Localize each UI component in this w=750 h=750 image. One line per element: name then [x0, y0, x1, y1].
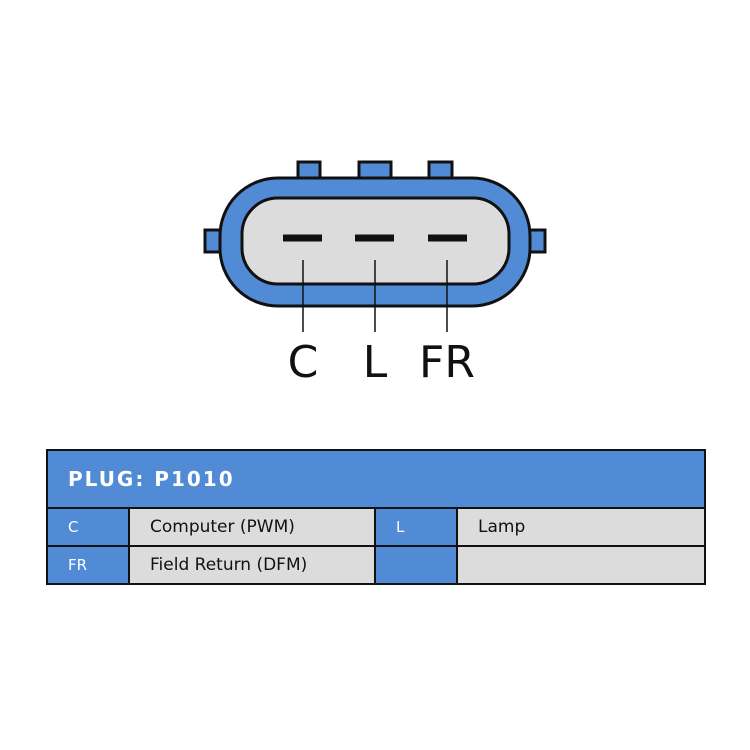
table-row: FR Field Return (DFM) [46, 545, 707, 585]
pin-description: Field Return (DFM) [128, 545, 376, 585]
pin-code: L [374, 507, 458, 547]
pin-description: Computer (PWM) [128, 507, 376, 547]
pin-code-empty [374, 545, 458, 585]
pin-description: Lamp [455, 507, 707, 547]
pin-description-empty [455, 545, 707, 585]
table-row: C Computer (PWM) L Lamp [46, 507, 707, 547]
pin-code: FR [46, 545, 130, 585]
pin-label-fr: FR [419, 337, 475, 388]
plug-title: PLUG: P1010 [45, 449, 707, 509]
table-header-row: PLUG: P1010 [45, 449, 707, 509]
connector-diagram: C L FR [203, 160, 547, 388]
pin-label-l: L [363, 337, 388, 388]
plug-pinout-table: PLUG: P1010 C Computer (PWM) L Lamp FR F… [45, 449, 707, 585]
pin-label-c: C [288, 337, 319, 388]
pin-code: C [46, 507, 130, 547]
